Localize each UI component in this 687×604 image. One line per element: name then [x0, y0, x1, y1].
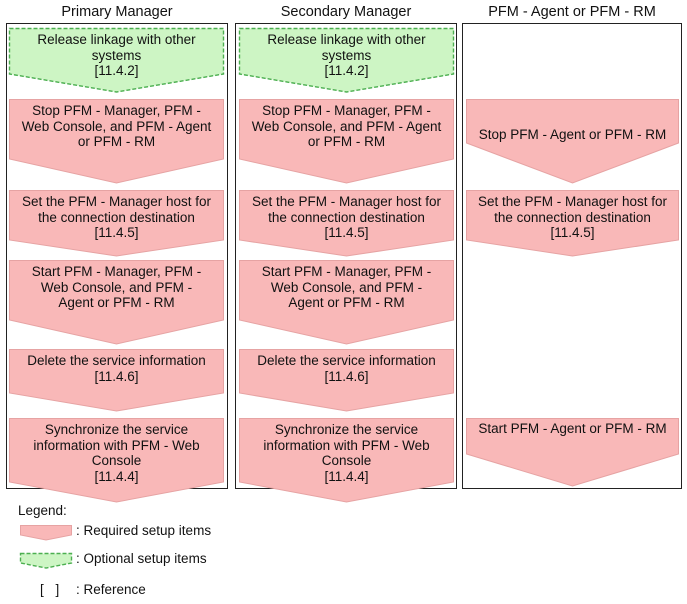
secondary-step-start: Start PFM - Manager, PFM - Web Console, … — [239, 260, 454, 345]
step-arrow-polygon — [239, 418, 454, 503]
required-step-shape — [466, 99, 679, 184]
legend-optional: : Optional setup items — [19, 551, 280, 571]
agent-step-start: Start PFM - Agent or PFM - RM — [466, 418, 679, 487]
column-title-primary: Primary Manager — [61, 4, 173, 20]
primary-step-start: Start PFM - Manager, PFM - Web Console, … — [9, 260, 224, 345]
primary-step-delete-service: Delete the service information [11.4.6] — [9, 349, 224, 412]
step-arrow-polygon — [239, 99, 454, 184]
primary-step-set-host: Set the PFM - Manager host for the conne… — [9, 190, 224, 257]
agent-column — [462, 23, 682, 489]
required-step-shape — [9, 99, 224, 184]
column-title-agent: PFM - Agent or PFM - RM — [488, 4, 656, 20]
step-arrow-polygon — [19, 552, 73, 569]
required-step-shape — [239, 190, 454, 257]
secondary-step-delete-service: Delete the service information [11.4.6] — [239, 349, 454, 412]
required-step-shape — [239, 418, 454, 503]
step-arrow-polygon — [9, 260, 224, 345]
secondary-step-stop: Stop PFM - Manager, PFM - Web Console, a… — [239, 99, 454, 184]
required-step-shape — [20, 525, 72, 541]
legend-title: Legend: — [18, 503, 67, 518]
agent-step-stop: Stop PFM - Agent or PFM - RM — [466, 99, 679, 184]
required-step-shape — [9, 418, 224, 503]
step-arrow-polygon — [9, 99, 224, 184]
legend-required-symbol — [20, 525, 72, 541]
legend-required: : Required setup items — [20, 523, 280, 543]
primary-step-release-linkage: Release linkage with other systems [11.4… — [8, 27, 225, 93]
required-step-shape — [239, 349, 454, 412]
step-arrow-polygon — [238, 27, 455, 93]
secondary-step-release-linkage: Release linkage with other systems [11.4… — [238, 27, 455, 93]
required-step-shape — [9, 190, 224, 257]
step-arrow-polygon — [9, 418, 224, 503]
step-arrow-polygon — [466, 190, 679, 257]
reference-bracket-symbol: [ ] — [40, 582, 64, 597]
legend-optional-symbol — [19, 552, 73, 569]
step-arrow-polygon — [239, 190, 454, 257]
required-step-shape — [9, 349, 224, 412]
primary-step-stop: Stop PFM - Manager, PFM - Web Console, a… — [9, 99, 224, 184]
step-arrow-polygon — [239, 349, 454, 412]
step-arrow-polygon — [9, 190, 224, 257]
column-title-secondary: Secondary Manager — [280, 4, 412, 20]
step-arrow-polygon — [9, 349, 224, 412]
required-step-shape — [239, 260, 454, 345]
step-arrow-polygon — [466, 99, 679, 184]
step-arrow-polygon — [20, 525, 72, 541]
primary-step-synchronize: Synchronize the service information with… — [9, 418, 224, 503]
step-arrow-polygon — [239, 260, 454, 345]
optional-step-shape — [238, 27, 455, 93]
secondary-step-synchronize: Synchronize the service information with… — [239, 418, 454, 503]
optional-step-shape — [8, 27, 225, 93]
step-arrow-polygon — [466, 418, 679, 487]
secondary-step-set-host: Set the PFM - Manager host for the conne… — [239, 190, 454, 257]
agent-step-set-host: Set the PFM - Manager host for the conne… — [466, 190, 679, 257]
legend-reference: [ ] : Reference — [40, 582, 146, 597]
required-step-shape — [239, 99, 454, 184]
required-step-shape — [466, 418, 679, 487]
optional-step-shape — [19, 552, 73, 569]
required-step-shape — [9, 260, 224, 345]
step-arrow-polygon — [8, 27, 225, 93]
required-step-shape — [466, 190, 679, 257]
